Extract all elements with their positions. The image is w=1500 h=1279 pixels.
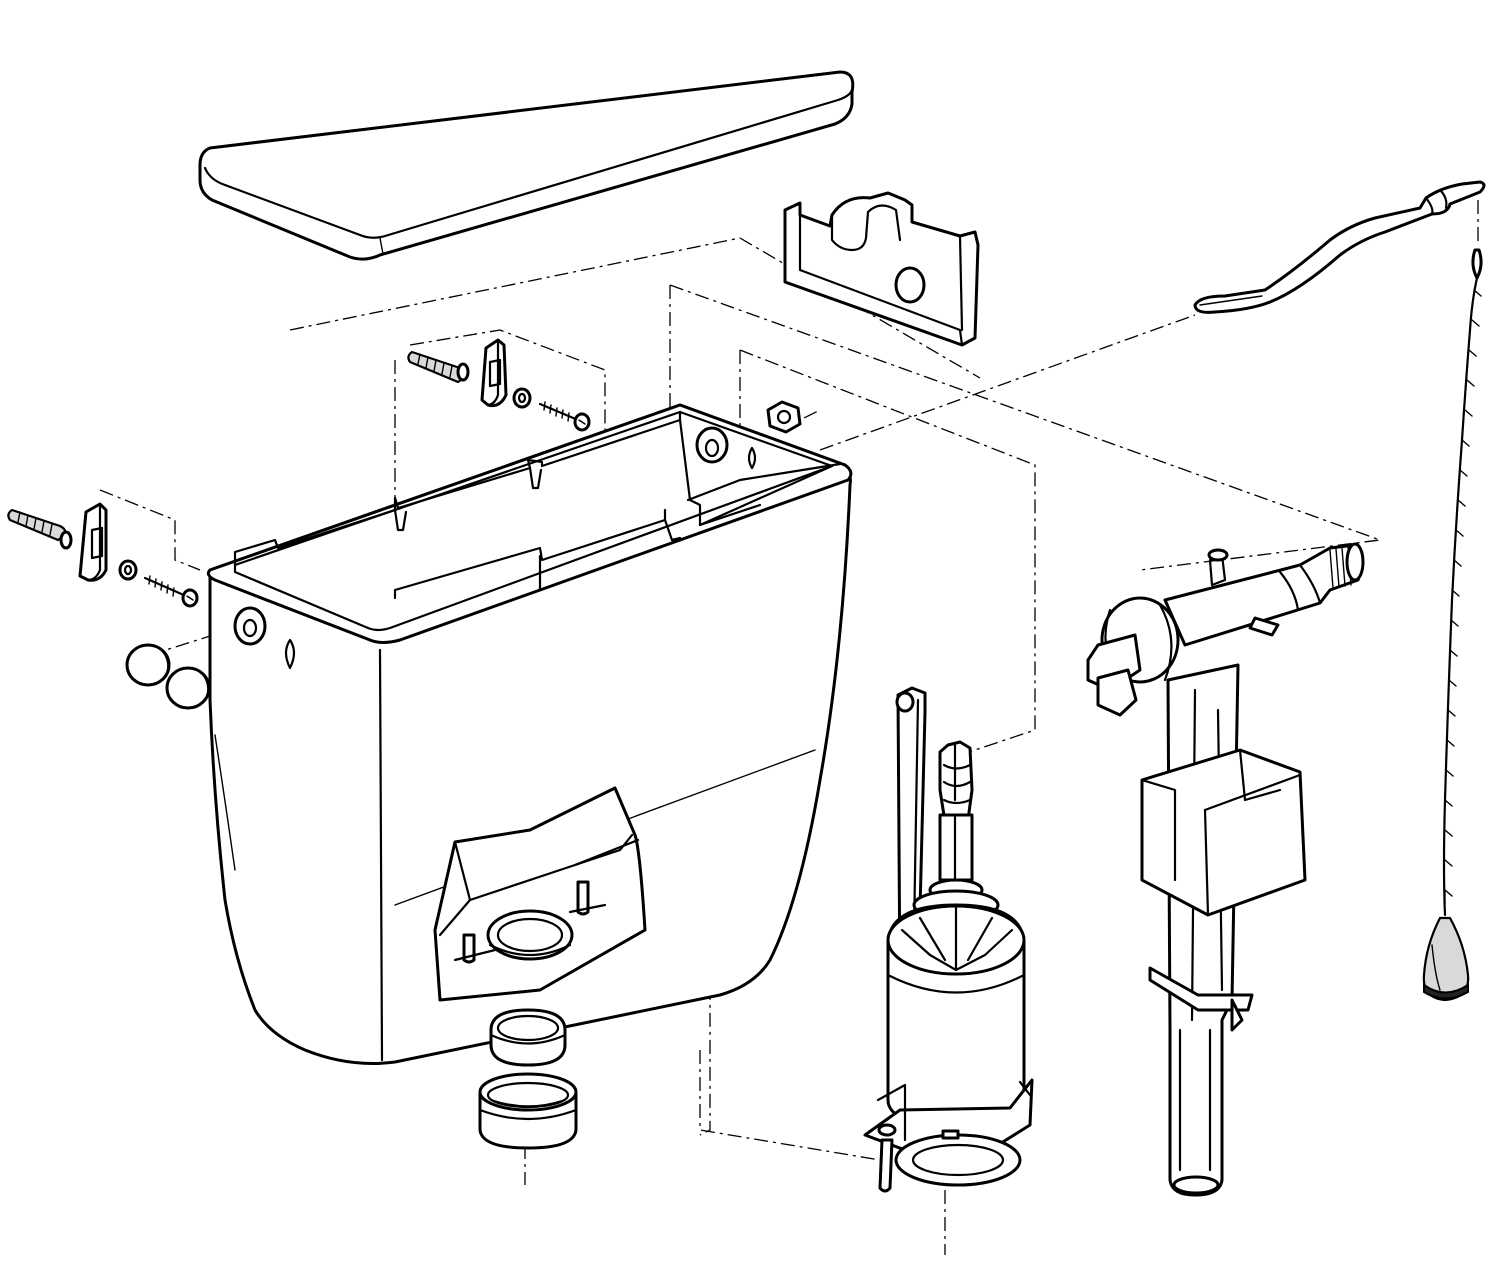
outlet-connector [478, 1072, 578, 1150]
outlet-seal [489, 1008, 567, 1067]
lever-bracket [783, 191, 980, 347]
cistern-lid [198, 70, 855, 261]
cistern-cutaway-view [433, 786, 647, 1002]
wall-plug-rear [407, 350, 470, 384]
hanging-bracket-rear [480, 338, 508, 407]
flush-lever [1193, 180, 1486, 314]
flush-valve [863, 686, 1034, 1193]
blanking-plugs [125, 643, 211, 710]
wall-plug-left [7, 508, 73, 550]
mounting-screw-left [118, 559, 199, 608]
fill-valve [1086, 542, 1365, 1197]
lock-nut [766, 400, 802, 434]
cistern-tank [206, 403, 853, 1065]
mounting-screw-rear [512, 387, 591, 432]
pull-chain [1422, 248, 1483, 1002]
hanging-bracket-left [78, 502, 108, 582]
pull-handle [1422, 916, 1470, 1002]
